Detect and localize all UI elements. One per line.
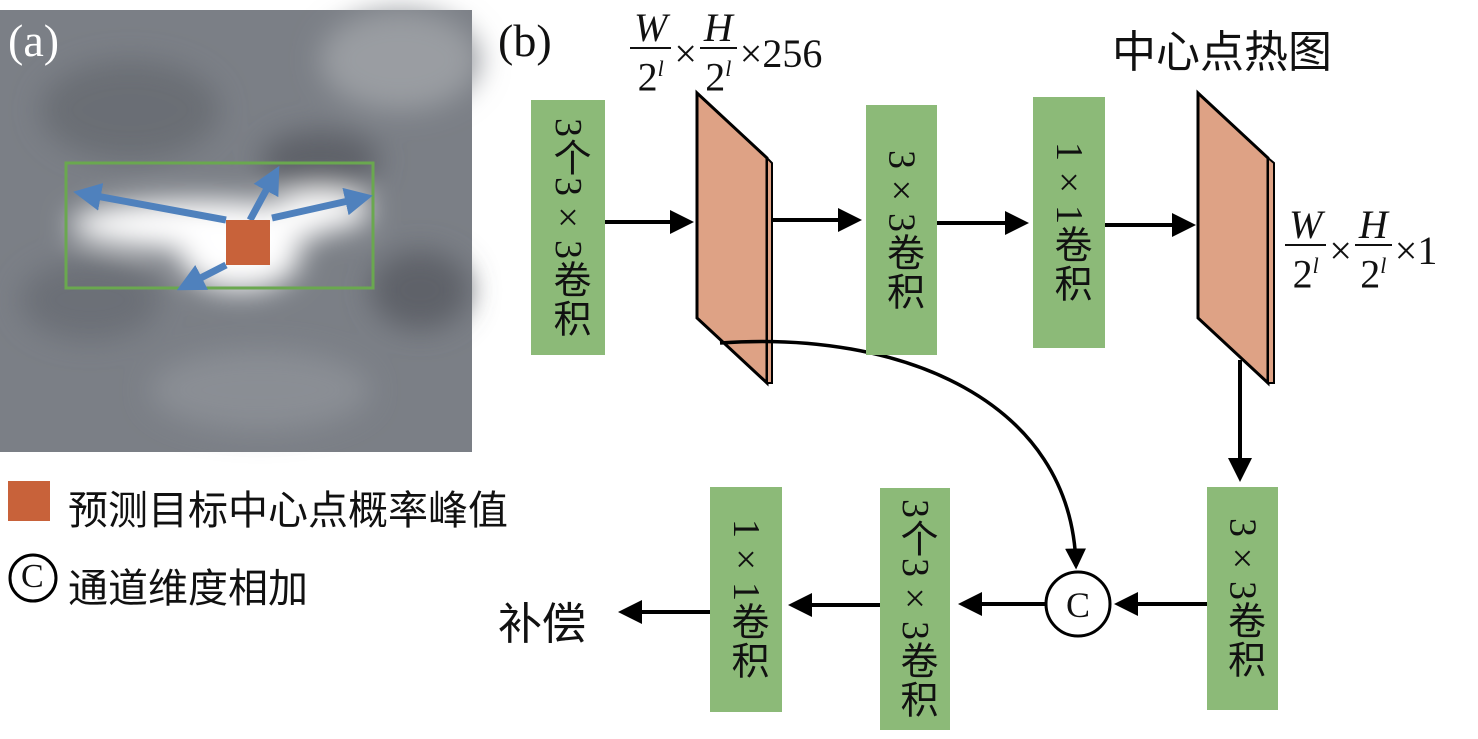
- block-label: 3×3卷积: [880, 149, 923, 311]
- feature-map-heatmap: [1196, 89, 1275, 387]
- dim-height: H: [1354, 204, 1392, 246]
- heatmap-title: 中心点热图: [1112, 28, 1332, 77]
- panel-a-label: (a): [8, 15, 60, 66]
- block-conv-3x3-a: 3×3卷积: [866, 105, 937, 355]
- feature-dims-heatmap: W 2l × H 2l × 1: [1285, 204, 1438, 297]
- bounding-box: [64, 161, 375, 290]
- legend-concat-symbol: C: [21, 558, 44, 595]
- feature-map-1: [695, 89, 773, 387]
- legend-center-swatch: [8, 481, 50, 521]
- block-label: 3个3×3卷积: [547, 117, 589, 338]
- times: ×: [1329, 227, 1352, 273]
- block-conv-3x3x3-in: 3个3×3卷积: [531, 100, 605, 355]
- concat-node: [1044, 570, 1112, 638]
- panel-a-image: [0, 10, 480, 452]
- legend-center-peak-label: 预测目标中心点概率峰值: [68, 488, 508, 533]
- feature-dims-top: W 2l × H 2l × 256: [630, 7, 823, 100]
- times: ×: [674, 30, 697, 76]
- block-label: 3个3×3卷积: [894, 499, 936, 719]
- block-conv-1x1-a: 1×1卷积: [1033, 97, 1105, 348]
- dim-channels: 256: [762, 30, 823, 76]
- block-label: 3×3卷积: [1221, 518, 1264, 679]
- dim-width: W: [1285, 204, 1327, 246]
- dim-height: H: [699, 7, 737, 49]
- output-label: 补偿: [498, 600, 586, 649]
- dim-exp: l: [725, 55, 732, 81]
- dim-den: 2: [1292, 251, 1313, 297]
- center-point-marker: [226, 220, 270, 265]
- times: ×: [1394, 227, 1418, 273]
- block-label: 1×1卷积: [1048, 142, 1090, 303]
- block-conv-3x3-b: 3×3卷积: [1207, 487, 1278, 710]
- offset-arrows: [73, 165, 373, 291]
- legend-concat-label: 通道维度相加: [68, 566, 308, 611]
- block-conv-1x1-b: 1×1卷积: [710, 487, 782, 712]
- dim-exp: l: [657, 55, 664, 81]
- dim-exp: l: [1312, 252, 1319, 278]
- concat-node-label: C: [1066, 585, 1091, 625]
- dim-den: 2: [637, 54, 658, 100]
- block-label: 1×1卷积: [725, 519, 767, 680]
- dim-den: 2: [705, 54, 726, 100]
- dim-width: W: [630, 7, 672, 49]
- dim-channels: 1: [1417, 227, 1438, 273]
- dim-exp: l: [1380, 252, 1387, 278]
- panel-b-label: (b): [498, 15, 552, 66]
- dim-den: 2: [1360, 251, 1381, 297]
- block-conv-3x3x3-out: 3个3×3卷积: [880, 488, 950, 730]
- legend-concat-icon: [8, 553, 58, 603]
- times: ×: [739, 30, 763, 76]
- flow-arrows: [605, 208, 1252, 624]
